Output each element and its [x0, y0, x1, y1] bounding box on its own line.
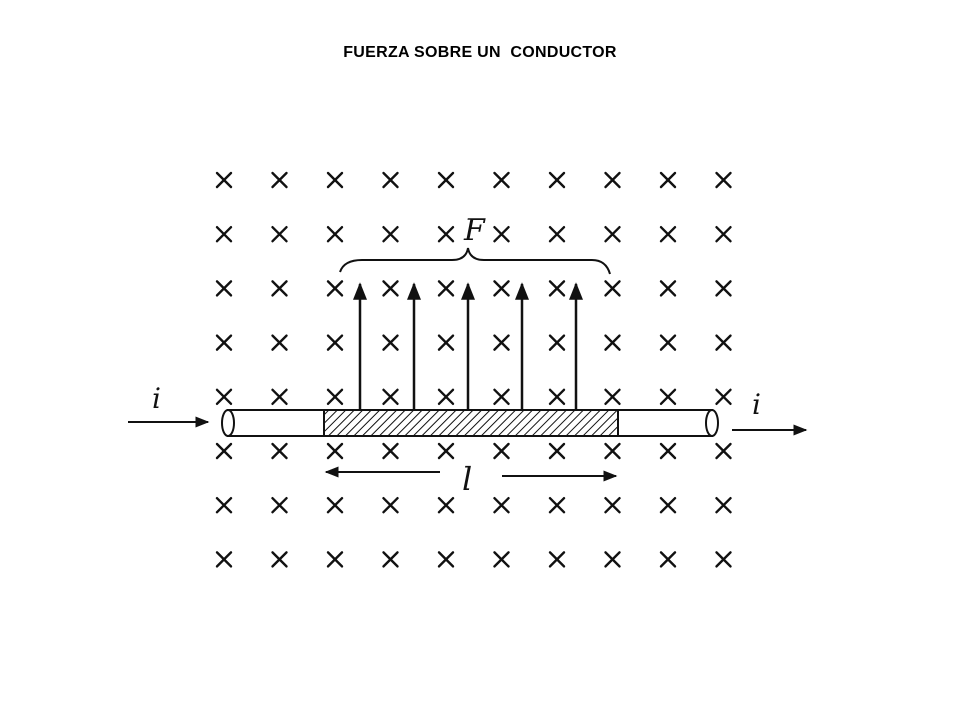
force-label: F	[463, 213, 486, 248]
field-cross-icon	[715, 442, 732, 460]
length-label: l	[462, 460, 472, 498]
field-cross-icon	[604, 225, 621, 243]
conductor-left-segment	[227, 409, 325, 437]
field-cross-icon	[715, 497, 732, 514]
field-cross-icon	[326, 388, 344, 405]
conductor-left-end	[221, 409, 235, 437]
field-cross-icon	[659, 388, 677, 405]
conductor-hatched-segment	[323, 409, 619, 437]
field-cross-icon	[437, 171, 455, 189]
force-brace	[339, 247, 611, 275]
field-cross-icon	[326, 225, 344, 243]
field-cross-icon	[382, 442, 399, 460]
page-title: FUERZA SOBRE UN CONDUCTOR	[343, 44, 617, 61]
conductor	[221, 409, 719, 437]
field-cross-icon	[382, 334, 399, 351]
field-cross-icon	[659, 442, 677, 460]
field-cross-icon	[382, 225, 399, 243]
field-cross-icon	[326, 280, 344, 297]
field-cross-icon	[548, 171, 566, 189]
field-cross-icon	[715, 171, 732, 189]
field-cross-icon	[715, 225, 732, 243]
field-cross-icon	[271, 388, 288, 405]
field-cross-icon	[215, 388, 233, 405]
field-cross-icon	[437, 442, 455, 460]
field-cross-icon	[604, 442, 621, 460]
field-cross-icon	[548, 388, 566, 405]
field-cross-icon	[215, 171, 233, 189]
field-cross-icon	[215, 225, 233, 243]
field-cross-icon	[437, 225, 455, 243]
field-cross-icon	[659, 551, 677, 568]
field-cross-icon	[326, 171, 344, 189]
field-cross-icon	[326, 334, 344, 351]
field-cross-icon	[548, 334, 566, 351]
field-cross-icon	[271, 225, 288, 243]
field-cross-icon	[271, 442, 288, 460]
field-cross-icon	[493, 171, 510, 189]
field-cross-icon	[659, 171, 677, 189]
field-cross-icon	[215, 334, 233, 351]
field-cross-icon	[437, 497, 455, 514]
force-arrows	[353, 282, 583, 410]
field-cross-icon	[493, 388, 510, 405]
field-cross-icon	[604, 497, 621, 514]
field-cross-icon	[382, 171, 399, 189]
field-cross-icon	[271, 334, 288, 351]
field-cross-icon	[493, 225, 510, 243]
field-cross-icon	[271, 551, 288, 568]
field-cross-icon	[493, 442, 510, 460]
field-cross-icon	[215, 442, 233, 460]
field-cross-icon	[604, 388, 621, 405]
field-cross-icon	[437, 388, 455, 405]
field-cross-icon	[493, 280, 510, 297]
field-cross-icon	[271, 171, 288, 189]
conductor-right-end	[705, 409, 719, 437]
field-cross-icon	[326, 442, 344, 460]
field-cross-icon	[215, 497, 233, 514]
field-cross-icon	[659, 497, 677, 514]
field-cross-icon	[659, 225, 677, 243]
field-cross-icon	[715, 334, 732, 351]
field-cross-icon	[493, 551, 510, 568]
field-cross-icon	[715, 551, 732, 568]
field-cross-icon	[715, 388, 732, 405]
field-cross-icon	[659, 280, 677, 297]
field-cross-icon	[548, 225, 566, 243]
magnetic-field-grid	[215, 171, 732, 568]
current-in-label: i	[152, 382, 161, 415]
field-cross-icon	[493, 334, 510, 351]
field-cross-icon	[604, 551, 621, 568]
field-cross-icon	[326, 497, 344, 514]
field-cross-icon	[548, 442, 566, 460]
field-cross-icon	[548, 497, 566, 514]
field-cross-icon	[604, 334, 621, 351]
field-cross-icon	[437, 334, 455, 351]
field-cross-icon	[659, 334, 677, 351]
field-cross-icon	[382, 388, 399, 405]
field-cross-icon	[548, 280, 566, 297]
field-cross-icon	[326, 551, 344, 568]
field-cross-icon	[382, 551, 399, 568]
field-cross-icon	[437, 280, 455, 297]
field-cross-icon	[382, 280, 399, 297]
field-cross-icon	[271, 280, 288, 297]
field-cross-icon	[604, 280, 621, 297]
field-cross-icon	[271, 497, 288, 514]
field-cross-icon	[548, 551, 566, 568]
current-out-label: i	[752, 388, 761, 421]
field-cross-icon	[382, 497, 399, 514]
field-cross-icon	[604, 171, 621, 189]
field-cross-icon	[715, 280, 732, 297]
field-cross-icon	[215, 280, 233, 297]
field-cross-icon	[437, 551, 455, 568]
field-cross-icon	[493, 497, 510, 514]
conductor-right-segment	[617, 409, 713, 437]
field-cross-icon	[215, 551, 233, 568]
